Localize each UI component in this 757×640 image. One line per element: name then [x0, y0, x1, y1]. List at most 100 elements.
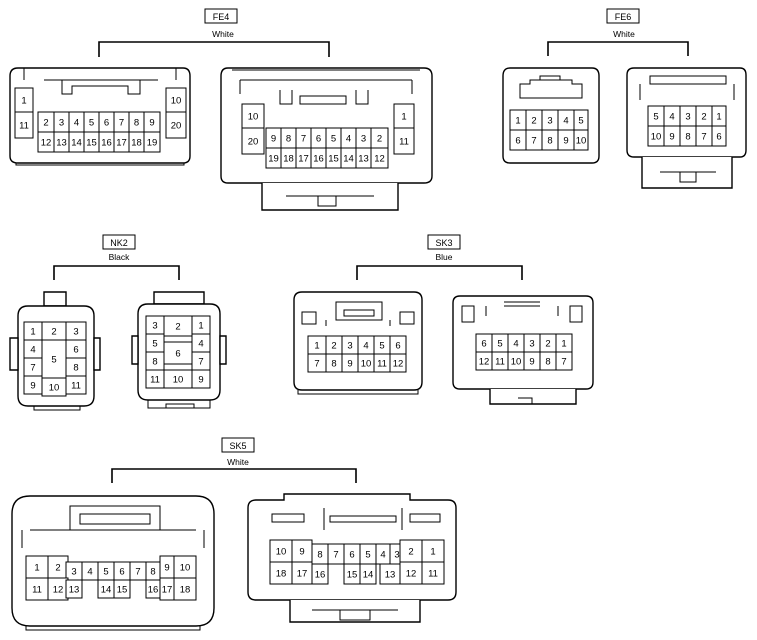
sk3_left-pin-label: 11: [377, 359, 387, 370]
fe6_right-pin-0: 5: [647, 105, 665, 127]
fe4_right-pin-9: 2: [370, 127, 389, 149]
sk5_left-pin-7: 8: [145, 561, 161, 581]
sk5_right-pin-label: 13: [385, 570, 396, 581]
nk2_right-pin-9: 10: [163, 369, 193, 389]
sk3_right-pin-0: 6: [475, 333, 493, 353]
fe4_left-pin-label: 5: [89, 118, 94, 129]
fe4_left-pin-label: 7: [119, 118, 124, 129]
sk3_right-pin-label: 8: [545, 357, 550, 368]
fe6_left-pin-6: 7: [525, 129, 543, 151]
fe6_right-pin-label: 7: [701, 132, 706, 143]
nk2_left-pin-label: 1: [30, 327, 35, 338]
fe4_left-pin-label: 18: [131, 138, 142, 149]
fe4_left-pin-16: 16: [98, 131, 115, 153]
fe4_left-pin-4: 4: [68, 111, 85, 133]
nk2_right-pin-label: 3: [152, 321, 157, 332]
fe4_right-pin-label: 3: [361, 134, 366, 145]
nk2_left-pin-label: 6: [73, 345, 78, 356]
fe6_right-pin-label: 4: [669, 112, 674, 123]
sk5_left-pin-17: 18: [173, 577, 197, 601]
fe4_left-pin-label: 6: [104, 118, 109, 129]
sk3_left-pin-label: 9: [347, 359, 352, 370]
sk5_left-pin-label: 17: [162, 585, 173, 596]
sk5_right-pin-3: 7: [327, 543, 345, 565]
sk3_right-pin-label: 12: [479, 357, 490, 368]
nk2_left-pin-8: 9: [23, 375, 43, 395]
sk5_left-pin-label: 12: [53, 585, 64, 596]
nk2_left-pin-label: 10: [49, 383, 60, 394]
sk3_left-pin-3: 4: [357, 335, 375, 355]
fe6_right-pin-label: 8: [685, 132, 690, 143]
sk3-connector-color: Blue: [435, 252, 452, 262]
sk3_right-pin-9: 9: [523, 351, 541, 371]
sk3-label-box: [427, 234, 461, 250]
fe4_right-pin-label: 6: [316, 134, 321, 145]
sk5_right-pin-label: 18: [276, 569, 287, 580]
sk5_right-pin-label: 4: [380, 550, 385, 561]
sk5_left-pin-9: 10: [173, 555, 197, 579]
sk3_right-pin-label: 11: [495, 357, 505, 368]
sk3_left-pin-label: 1: [314, 341, 319, 352]
fe6_left-pin-label: 7: [531, 136, 536, 147]
nk2_left-pin-4: 5: [41, 339, 67, 379]
fe4_left-pin-label: 20: [171, 121, 182, 132]
fe4_right-pin-0: 10: [241, 103, 265, 129]
fe4_right-pin-label: 2: [377, 134, 382, 145]
fe4_left-pin-5: 5: [83, 111, 100, 133]
sk5_left-pin-4: 5: [97, 561, 115, 581]
sk5_left-pin-label: 4: [87, 567, 92, 578]
nk2_left-pin-label: 4: [30, 345, 35, 356]
fe4_right-pin-13: 18: [280, 147, 297, 169]
nk2_right-pin-7: 7: [191, 351, 211, 371]
sk3_right-pin-label: 10: [511, 357, 522, 368]
fe6_left-pin-9: 10: [573, 129, 589, 151]
nk2-label-box: [102, 234, 136, 250]
fe4_right-pin-1: 20: [241, 127, 265, 155]
sk5_left-pin-label: 9: [164, 563, 169, 574]
fe4_right-pin-label: 7: [301, 134, 306, 145]
sk5_left-pin-label: 13: [69, 585, 80, 596]
fe6_right-pin-3: 2: [695, 105, 713, 127]
fe6_right-pin-label: 9: [669, 132, 674, 143]
fe4_left-pin-label: 2: [43, 118, 48, 129]
fe4_right-pin-18: 13: [355, 147, 372, 169]
sk5_left-pin-label: 16: [148, 585, 159, 596]
fe6_left-pin-label: 8: [547, 136, 552, 147]
sk5_right-pin-14: 14: [359, 563, 377, 585]
fe4_right-pin-label: 8: [286, 134, 291, 145]
fe6_left-pin-label: 10: [576, 136, 587, 147]
fe4-connector-color: White: [212, 29, 234, 39]
fe4_right-pin-15: 16: [310, 147, 327, 169]
sk3_right-pin-label: 5: [497, 339, 502, 350]
fe4_right-pin-8: 3: [355, 127, 372, 149]
sk5-group: SK5 White: [11, 437, 457, 631]
sk5_right-pin-label: 8: [317, 550, 322, 561]
fe4_right-pin-19: 12: [370, 147, 389, 169]
fe4-label-box: [204, 8, 238, 24]
sk3_left-pin-0: 1: [307, 335, 327, 355]
sk5_right-pin-label: 15: [347, 570, 358, 581]
sk5_left-pin-8: 9: [159, 555, 175, 579]
sk5_right-pin-10: 18: [269, 561, 293, 585]
sk5_left-pin-label: 7: [135, 567, 140, 578]
nk2-connector-id: NK2: [110, 238, 128, 248]
sk5_right-pin-label: 16: [315, 570, 326, 581]
fe4_right-pin-label: 4: [346, 134, 351, 145]
fe6_right-pin-6: 9: [663, 125, 681, 147]
fe6_right-pin-label: 10: [651, 132, 662, 143]
sk3_left-pin-7: 8: [325, 353, 343, 373]
fe4_left-pin-0: 1: [14, 87, 34, 113]
sk5_right-pin-8: 2: [399, 539, 423, 563]
fe6_left-pin-label: 4: [563, 116, 568, 127]
fe4_right-pin-label: 9: [271, 134, 276, 145]
sk5-bracket: [111, 468, 357, 483]
sk3_right-pin-label: 2: [545, 339, 550, 350]
nk2_left-pin-3: 4: [23, 339, 43, 359]
sk5_right-pin-6: 4: [375, 543, 391, 565]
sk5_right-pin-label: 6: [349, 550, 354, 561]
nk2_right-pin-8: 11: [145, 369, 165, 389]
fe6_right-pin-1: 4: [663, 105, 681, 127]
